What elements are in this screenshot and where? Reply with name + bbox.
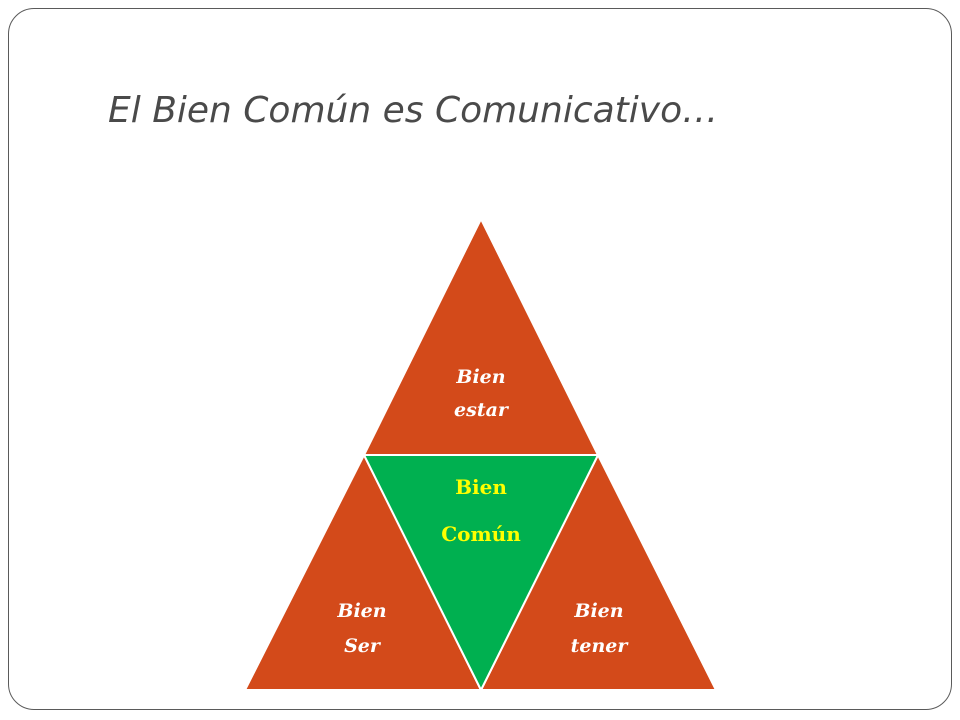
label-center-line1: Bien [455, 475, 507, 499]
label-center-line2: Común [441, 522, 521, 546]
label-top-line1: Bien [455, 366, 505, 388]
label-right-line2: tener [571, 635, 630, 657]
label-left-line1: Bien [336, 600, 386, 622]
label-top-line2: estar [454, 399, 510, 421]
slide-title: El Bien Común es Comunicativo… [108, 90, 719, 131]
label-right-line1: Bien [573, 600, 623, 622]
label-left-line2: Ser [344, 635, 382, 657]
triangle-center-bien-comun [362, 454, 600, 693]
